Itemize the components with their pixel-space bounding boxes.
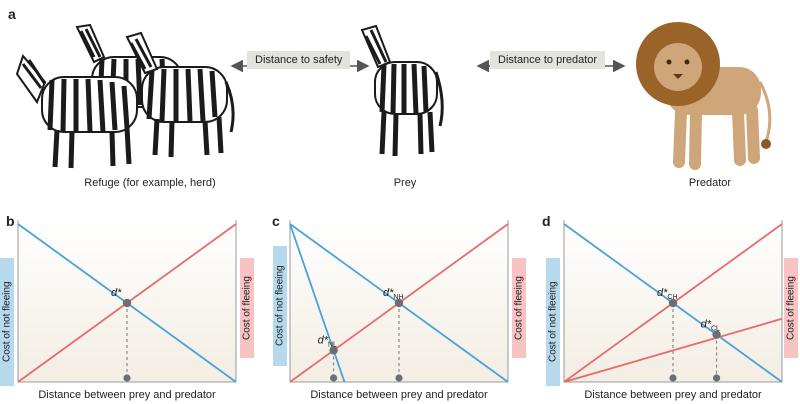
lion-illustration	[636, 22, 772, 170]
distance-to-safety-label: Distance to safety	[247, 51, 351, 69]
panel-letter-c: c	[272, 213, 280, 229]
panel-b-point-1-axis-marker	[123, 374, 131, 382]
panel-c-right-axis-label: Cost of fleeing	[512, 258, 526, 358]
panel-d-right-axis-label: Cost of fleeing	[784, 258, 798, 358]
panel-c-point-1-label: d*NH	[383, 287, 404, 301]
panel-d-xlabel: Distance between prey and predator	[584, 389, 762, 401]
zebra-herd-illustration	[15, 23, 235, 169]
panel-b-right-axis-label: Cost of fleeing	[240, 258, 254, 358]
panel-d-point-2-marker	[712, 330, 721, 339]
panel-d-chart: d*CH d*CL	[563, 220, 783, 383]
panel-b-chart: d*	[17, 220, 237, 383]
panel-letter-d: d	[542, 213, 551, 229]
panel-d-series-3-line	[563, 317, 783, 383]
prey-zebra-illustration	[360, 24, 444, 157]
panel-letter-a: a	[8, 6, 16, 22]
zebra-right	[125, 31, 235, 158]
zebra-front	[15, 53, 138, 169]
refuge-caption: Refuge (for example, herd)	[84, 177, 216, 189]
panel-b-point-1-marker	[122, 298, 132, 308]
predator-caption: Predator	[688, 177, 732, 189]
panel-d-point-1-axis-marker	[669, 374, 677, 382]
panel-d-point-1-marker	[668, 298, 678, 308]
panel-c-xlabel: Distance between prey and predator	[310, 389, 488, 401]
panel-d-point-1-label: d*CH	[657, 287, 678, 301]
panel-d-left-axis-label: Cost of not fleeing	[546, 258, 560, 386]
panel-d-point-2-axis-marker	[713, 374, 721, 382]
panel-c-left-axis-label: Cost of not fleeing	[273, 246, 287, 366]
panel-c-point-1-axis-marker	[395, 374, 403, 382]
panel-c-point-2-axis-marker	[330, 374, 338, 382]
panel-c-series-2-line	[289, 223, 346, 383]
panel-c-point-2-marker	[329, 346, 338, 355]
distance-to-predator-label: Distance to predator	[490, 51, 606, 69]
panel-b-left-axis-label: Cost of not fleeing	[0, 258, 14, 386]
panel-b-point-1-label: d*	[111, 287, 122, 299]
panel-c-point-2-label: d*NL	[318, 334, 337, 348]
panel-c-chart: d*NH d*NL	[289, 220, 509, 383]
panel-d-point-2-label: d*CL	[701, 319, 720, 333]
panel-letter-b: b	[6, 213, 15, 229]
prey-caption: Prey	[393, 177, 417, 189]
panel-c-point-1-marker	[394, 298, 404, 308]
panel-b-xlabel: Distance between prey and predator	[38, 389, 216, 401]
